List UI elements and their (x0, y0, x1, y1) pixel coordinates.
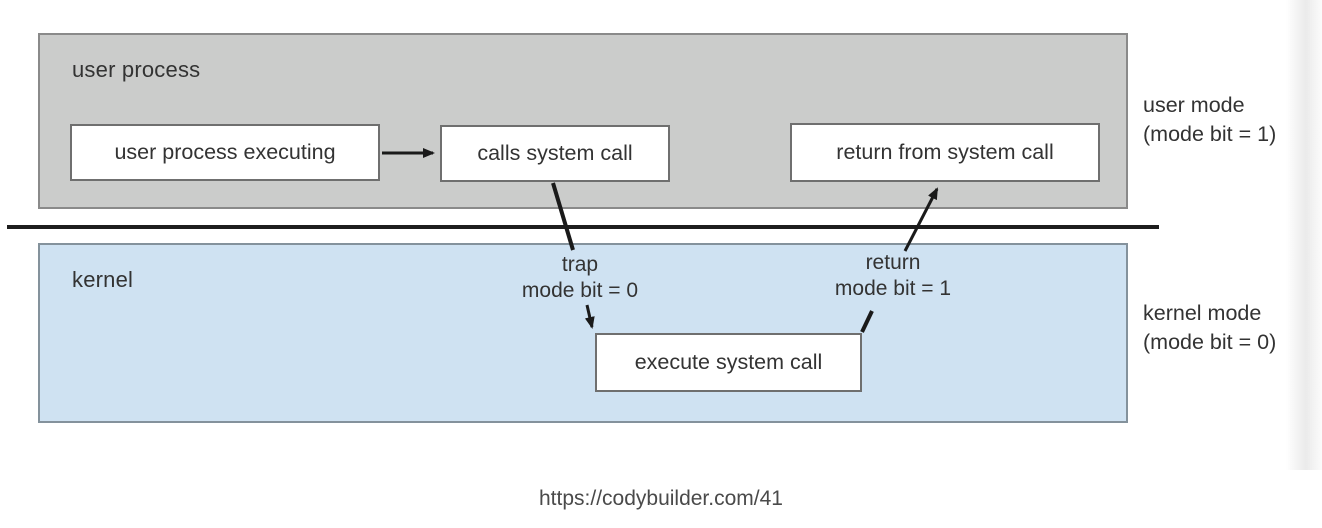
trap-annotation-line2: mode bit = 0 (521, 279, 639, 302)
user-process-executing-box: user process executing (70, 124, 380, 181)
user-process-region: user process (38, 33, 1128, 209)
return-from-system-call-box: return from system call (790, 123, 1100, 182)
return-annotation: return mode bit = 1 (783, 250, 1003, 302)
kernel-mode-side-label-line2: (mode bit = 0) (1143, 330, 1277, 354)
kernel-mode-side-label-line1: kernel mode (1143, 301, 1262, 325)
user-mode-side-label: user mode (mode bit = 1) (1143, 91, 1276, 149)
execute-system-call-box: execute system call (595, 333, 862, 392)
return-annotation-line1: return (865, 251, 921, 274)
kernel-region-label: kernel (72, 267, 134, 292)
user-mode-side-label-line1: user mode (1143, 93, 1245, 117)
page-edge-gradient (1286, 0, 1322, 470)
user-process-region-label: user process (72, 57, 201, 82)
footer-url: https://codybuilder.com/41 (539, 487, 783, 510)
mode-divider-line (7, 225, 1159, 229)
return-annotation-line2: mode bit = 1 (834, 277, 952, 300)
trap-annotation-line1: trap (561, 253, 599, 276)
trap-annotation: trap mode bit = 0 (470, 252, 690, 304)
kernel-mode-side-label: kernel mode (mode bit = 0) (1143, 299, 1276, 357)
user-mode-side-label-line2: (mode bit = 1) (1143, 122, 1277, 146)
calls-system-call-box: calls system call (440, 125, 670, 182)
kernel-region: kernel (38, 243, 1128, 423)
